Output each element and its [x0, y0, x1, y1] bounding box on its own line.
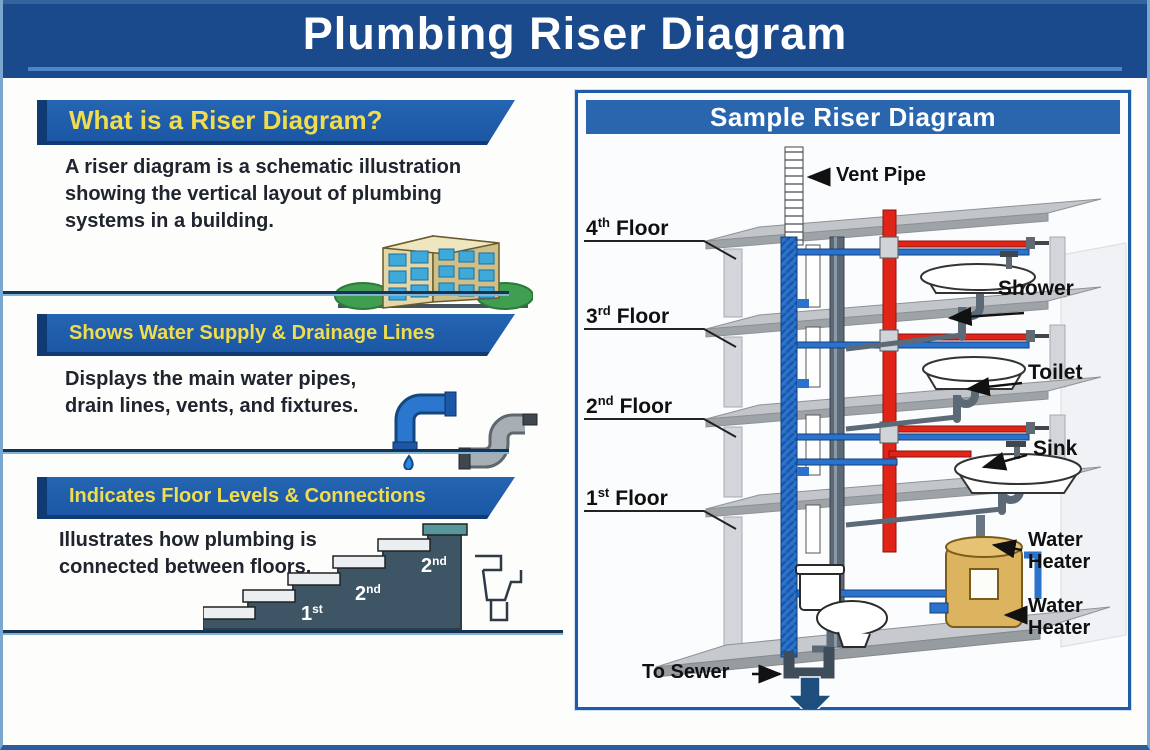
section-heading: What is a Riser Diagram?	[69, 105, 383, 135]
section-divider	[3, 449, 509, 454]
back-wall	[1060, 242, 1127, 648]
section-divider	[3, 291, 509, 296]
to-sewer-label: To Sewer	[642, 661, 730, 683]
floor-branch	[796, 236, 1049, 259]
sample-riser-panel: Sample Riser Diagram	[575, 90, 1131, 710]
shower-label: Shower	[998, 277, 1074, 300]
label-arrows	[752, 167, 1028, 684]
ground-toilet-fixture	[795, 564, 888, 653]
vent-pipe-graphic	[784, 146, 804, 246]
heading-ribbon-what-is: What is a Riser Diagram?	[37, 100, 515, 145]
building-illustration	[334, 235, 533, 310]
stair-label: 2nd	[355, 582, 381, 605]
shower-arrow-icon	[947, 306, 1025, 327]
sewer-arrow-icon	[786, 676, 834, 709]
cold-water-riser	[780, 236, 798, 658]
stair-label: 1st	[301, 602, 323, 625]
header-divider	[28, 67, 1122, 71]
gray-pipe-icon	[458, 413, 538, 470]
sewer-trap	[783, 647, 835, 679]
stair-treads	[203, 523, 468, 620]
toilet-label: Toilet	[1028, 361, 1083, 384]
section-heading: Indicates Floor Levels & Connections	[69, 484, 426, 507]
water-heater-lower-label: Water Heater	[1028, 595, 1091, 639]
section-body: Illustrates how plumbing is connected be…	[59, 529, 317, 578]
panel-title: Sample Riser Diagram	[709, 102, 996, 132]
water-heater-fixture	[929, 515, 1042, 628]
stair-floor-labels: 1st 2nd 2nd	[301, 554, 447, 625]
water-heater-upper-arrow-icon	[991, 539, 1023, 559]
drain-stack-highlight	[834, 237, 837, 647]
vent-pipe-label: Vent Pipe	[836, 164, 927, 186]
stair-label: 2nd	[421, 554, 447, 577]
fixture-outline-icon	[475, 554, 523, 622]
stairs-illustration: 1st 2nd 2nd	[203, 523, 523, 630]
toilet-arrow-icon	[965, 377, 1023, 397]
blue-pipe-icon	[392, 391, 457, 454]
heading-ribbon-floor-levels: Indicates Floor Levels & Connections	[37, 477, 515, 519]
floor-leader-lines	[584, 240, 737, 530]
page-title: Plumbing Riser Diagram	[302, 8, 848, 59]
section-body: A riser diagram is a schematic illustrat…	[65, 156, 462, 232]
pipes-illustration	[392, 391, 538, 470]
sink-label: Sink	[1033, 437, 1078, 460]
vent-connectors	[797, 299, 809, 476]
riser-diagram-graphic	[584, 146, 1127, 709]
section-body: Displays the main water pipes, drain lin…	[65, 368, 359, 417]
section-divider	[3, 630, 563, 635]
page-header: Plumbing Riser Diagram	[3, 0, 1147, 78]
building-icon	[382, 235, 500, 309]
water-drop-icon	[403, 454, 414, 470]
panel-title-bar: Sample Riser Diagram	[586, 100, 1120, 134]
heading-ribbon-supply-drainage: Shows Water Supply & Drainage Lines	[37, 314, 515, 356]
vent-stack-segments	[805, 244, 821, 554]
ground-line	[338, 304, 528, 308]
hot-water-riser	[882, 209, 897, 553]
water-heater-upper-label: Water Heater	[1028, 529, 1091, 573]
toilet-fixture	[845, 356, 1026, 432]
sink-arrow-icon	[981, 451, 1028, 471]
section-heading: Shows Water Supply & Drainage Lines	[69, 321, 435, 344]
structural-columns	[723, 236, 1066, 660]
